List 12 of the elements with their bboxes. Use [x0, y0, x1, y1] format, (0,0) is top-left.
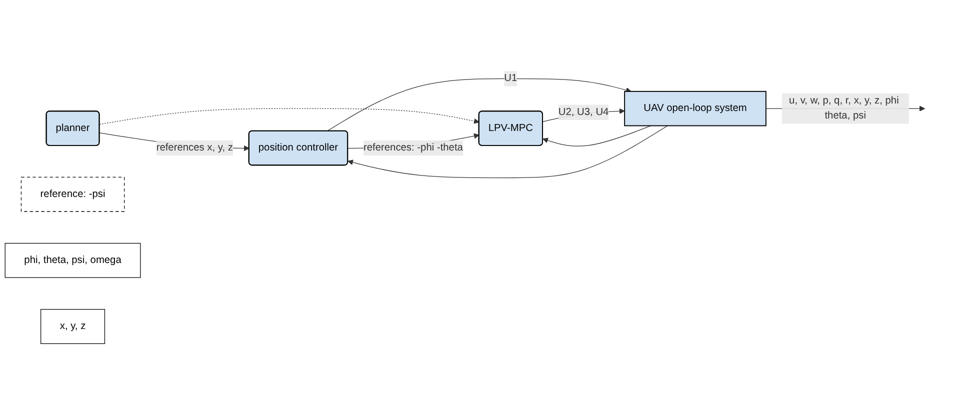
edge-label: references: -phi -theta — [363, 142, 463, 153]
arrow — [542, 125, 652, 146]
edge-label: U2, U3, U4 — [558, 106, 609, 118]
node-box: UAV open-loop system — [624, 90, 766, 126]
node-box: x, y, z — [40, 308, 106, 344]
edge-label: U1 — [504, 72, 518, 84]
edge-label: u, v, w, p, q, r, x, y, z, phi theta, psi — [789, 94, 899, 121]
node-box: phi, theta, psi, omega — [4, 242, 141, 278]
edge-label: references x, y, z — [156, 142, 233, 153]
arrow — [326, 78, 632, 132]
arrow — [99, 108, 480, 124]
node-box: reference: -psi — [20, 176, 125, 212]
